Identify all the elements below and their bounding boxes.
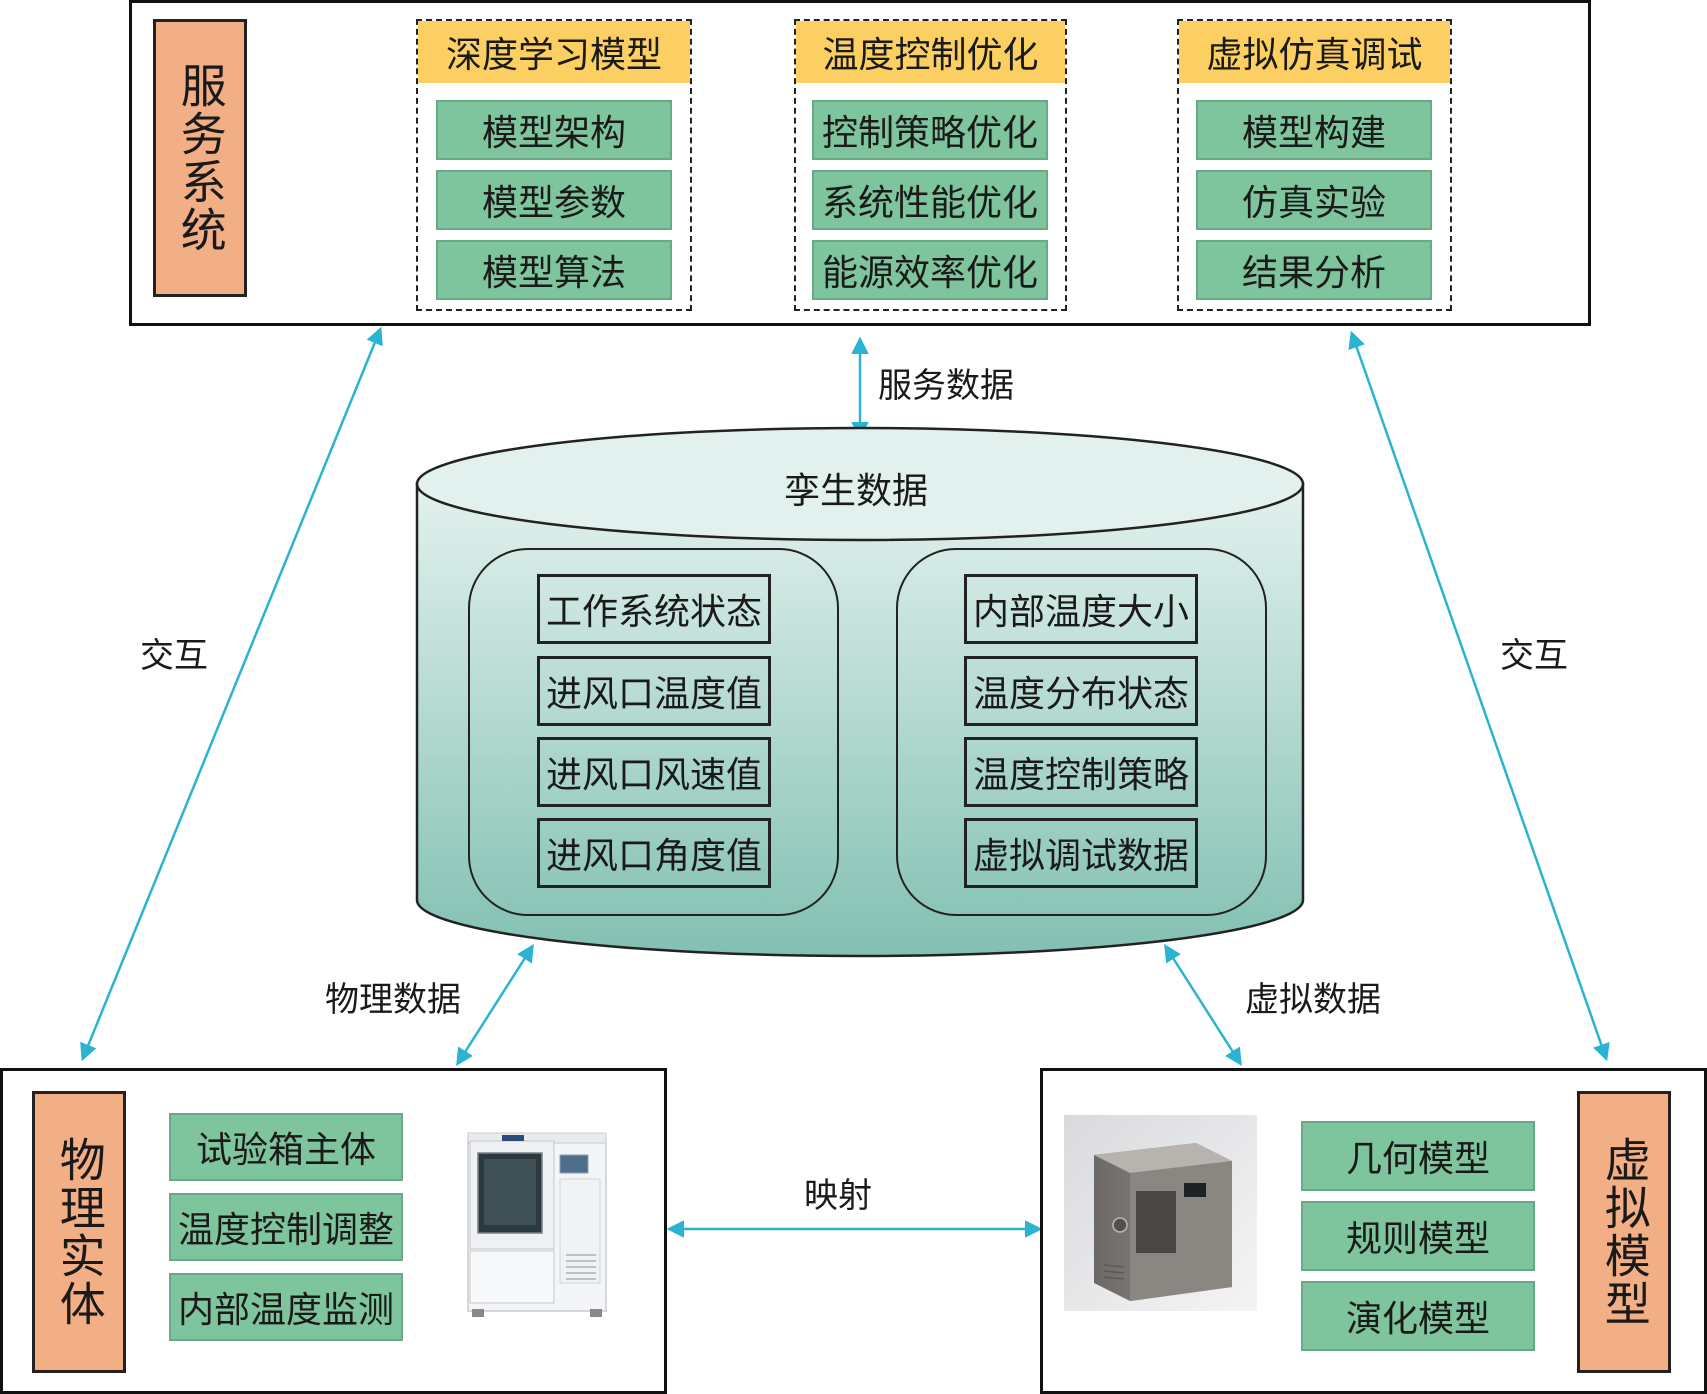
item-model-building: 模型构建: [1196, 100, 1432, 160]
virtual-chamber-image: [1064, 1115, 1257, 1311]
item-energy-efficiency-optimization: 能源效率优化: [812, 240, 1048, 300]
group-header-temperature-control-optimization: 温度控制优化: [796, 21, 1065, 83]
item-internal-temperature-monitoring: 内部温度监测: [169, 1273, 403, 1341]
label-interact-right: 交互: [1500, 636, 1568, 676]
item-result-analysis: 结果分析: [1196, 240, 1432, 300]
item-test-chamber-body: 试验箱主体: [169, 1113, 403, 1181]
item-model-parameters: 模型参数: [436, 170, 672, 230]
twin-item-inlet-wind-speed: 进风口风速值: [537, 737, 771, 807]
label-service-data: 服务数据: [878, 366, 1014, 406]
item-control-strategy-optimization: 控制策略优化: [812, 100, 1048, 160]
item-system-performance-optimization: 系统性能优化: [812, 170, 1048, 230]
item-geometric-model: 几何模型: [1301, 1121, 1535, 1191]
physical-data-arrow: [456, 944, 534, 1066]
twin-data-title: 孪生数据: [784, 471, 929, 512]
twin-item-internal-temperature: 内部温度大小: [964, 574, 1198, 644]
item-rule-model: 规则模型: [1301, 1201, 1535, 1271]
twin-item-work-system-status: 工作系统状态: [537, 574, 771, 644]
label-interact-left: 交互: [140, 636, 208, 676]
label-physical-data: 物理数据: [325, 980, 461, 1020]
twin-item-inlet-temperature: 进风口温度值: [537, 656, 771, 726]
interact-left-arrow: [80, 326, 383, 1062]
item-model-architecture: 模型架构: [436, 100, 672, 160]
group-virtual-simulation-debugging: [1177, 19, 1452, 311]
label-mapping: 映射: [804, 1176, 872, 1216]
group-deep-learning-model: [416, 19, 692, 311]
group-header-virtual-simulation-debugging: 虚拟仿真调试: [1179, 21, 1450, 83]
physical-entity-title: 物理实体: [32, 1091, 126, 1373]
item-simulation-experiment: 仿真实验: [1196, 170, 1432, 230]
twin-item-temperature-distribution: 温度分布状态: [964, 656, 1198, 726]
twin-data-left-group: [468, 548, 839, 916]
interact-right-arrow: [1348, 330, 1610, 1062]
twin-data-right-group: [896, 548, 1267, 916]
item-temperature-control-adjustment: 温度控制调整: [169, 1193, 403, 1261]
twin-item-temperature-control-strategy: 温度控制策略: [964, 737, 1198, 807]
label-virtual-data: 虚拟数据: [1245, 980, 1381, 1020]
twin-item-virtual-debug-data: 虚拟调试数据: [964, 818, 1198, 888]
twin-item-inlet-angle: 进风口角度值: [537, 818, 771, 888]
physical-chamber-image: [467, 1132, 607, 1317]
group-header-deep-learning-model: 深度学习模型: [418, 21, 690, 83]
group-temperature-control-optimization: [794, 19, 1067, 311]
virtual-data-arrow: [1164, 944, 1242, 1066]
service-system-title: 服务系统: [153, 19, 247, 297]
item-model-algorithm: 模型算法: [436, 240, 672, 300]
item-evolution-model: 演化模型: [1301, 1281, 1535, 1351]
virtual-model-title: 虚拟模型: [1577, 1091, 1671, 1373]
